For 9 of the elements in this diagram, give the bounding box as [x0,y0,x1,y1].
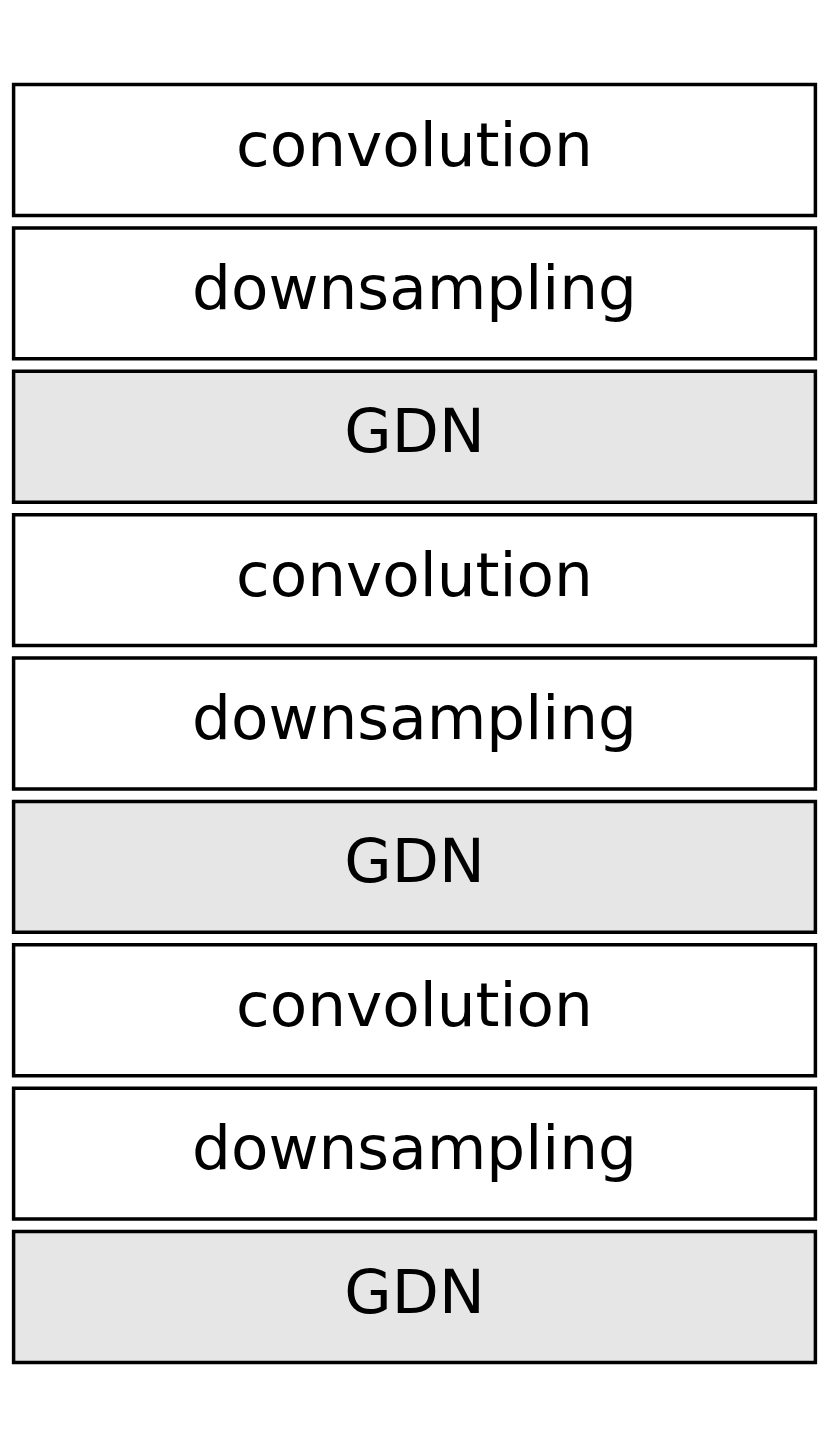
node-box: downsampling [11,656,818,791]
node-box: convolution [11,512,818,648]
node-box: GDN [11,1229,818,1365]
node-box: downsampling [11,1086,818,1221]
node-box: downsampling [11,226,818,361]
node-box: GDN [11,369,818,504]
node-box: convolution [11,82,818,218]
node-box: convolution [11,943,818,1078]
node-box: GDN [11,799,818,935]
